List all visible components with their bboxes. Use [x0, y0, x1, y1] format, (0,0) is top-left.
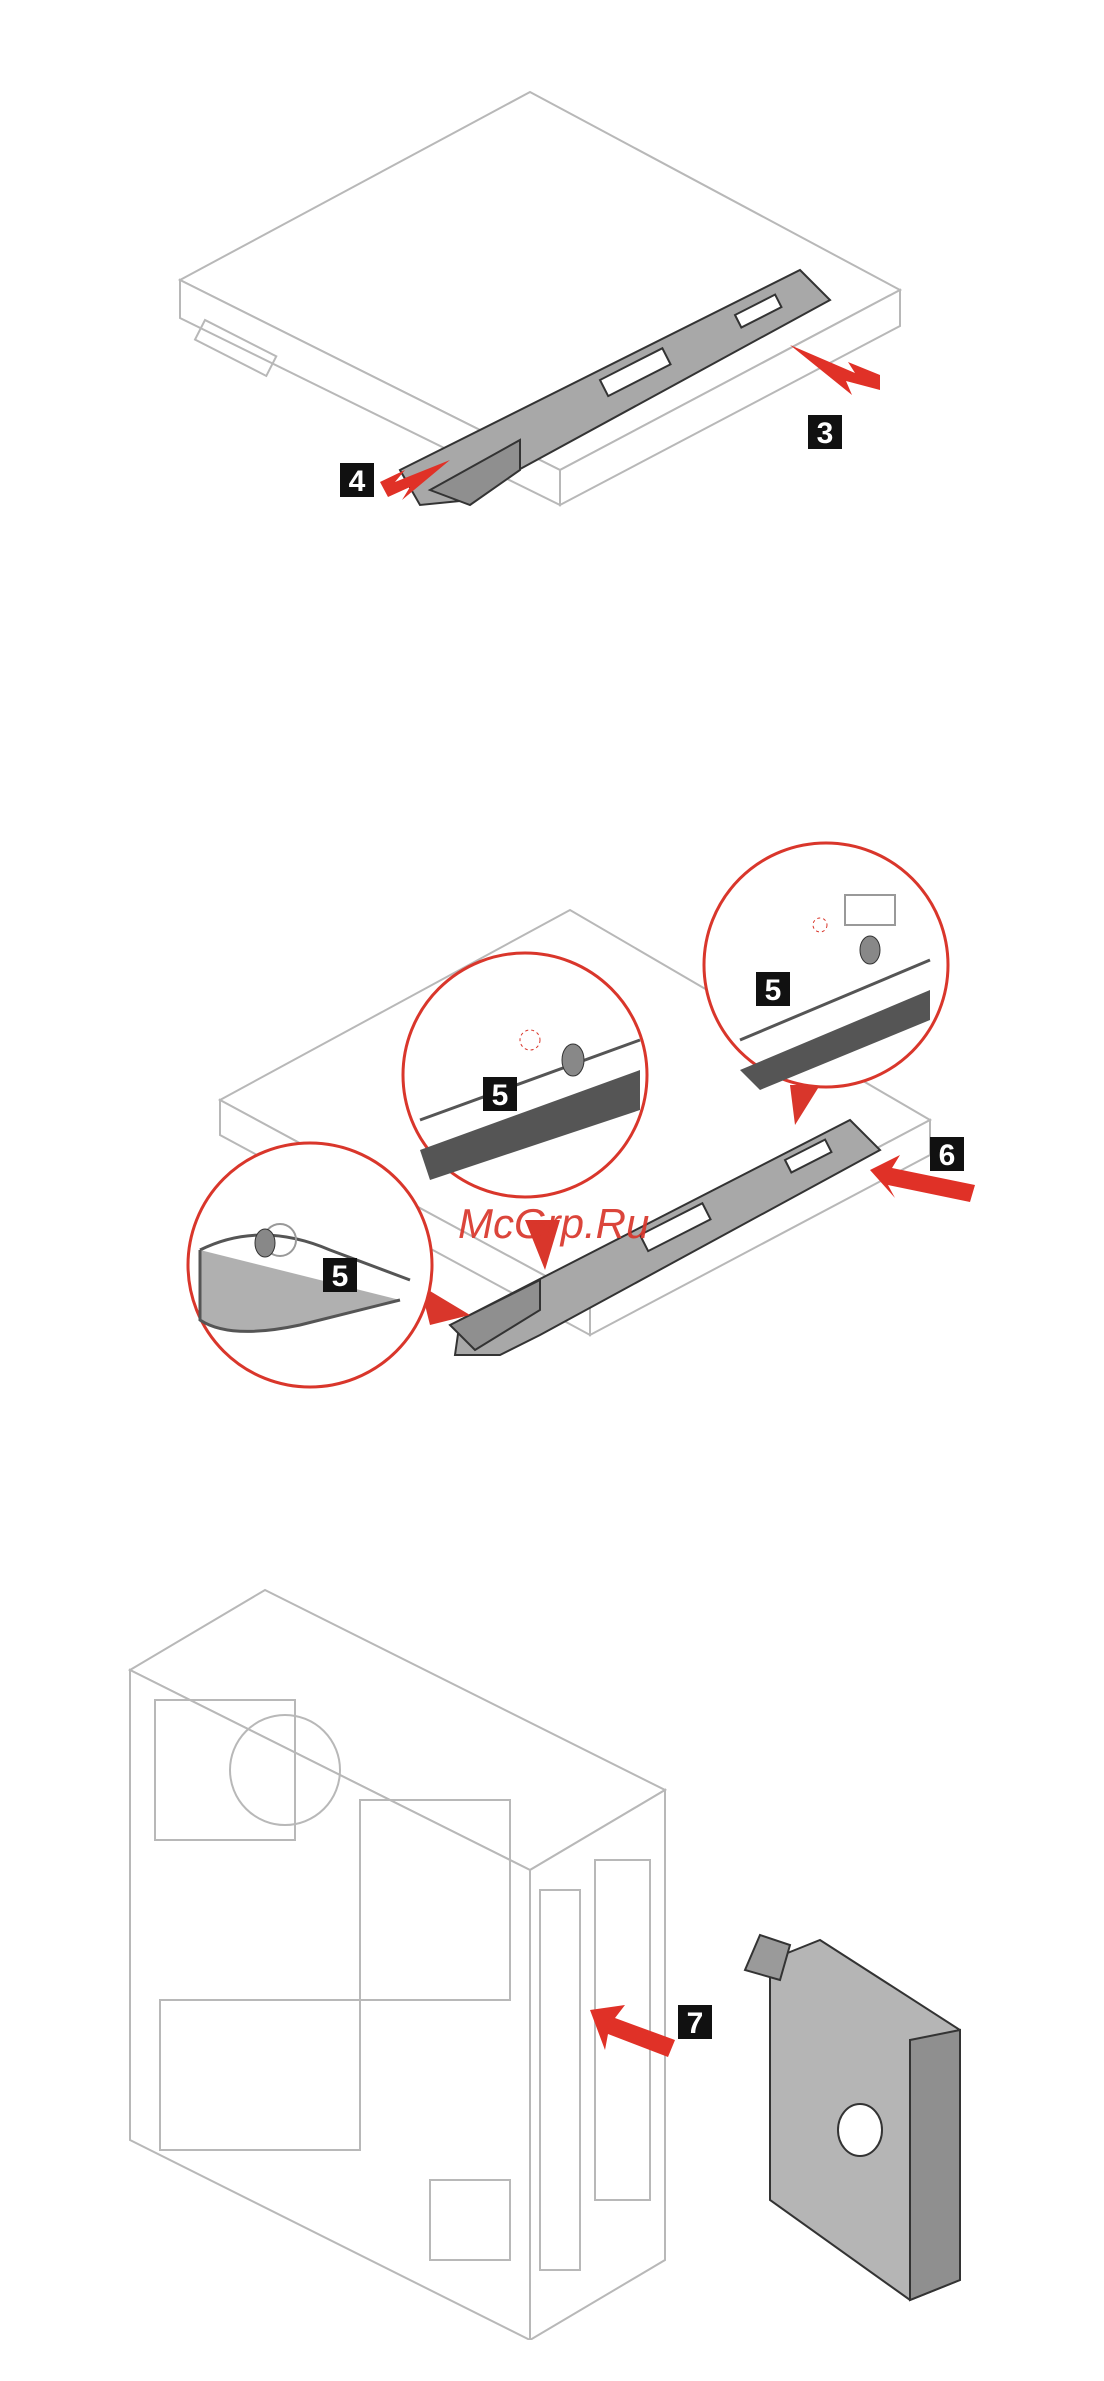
callout-7: 7	[678, 2005, 712, 2040]
figure-1-illustration: 3 4	[0, 0, 1104, 620]
callout-5-middle: 5	[483, 1077, 517, 1112]
callout-6-label: 6	[939, 1139, 956, 1172]
figure-step-7: 7	[0, 1540, 1104, 2340]
callout-5-right: 5	[756, 972, 790, 1007]
figure-2-illustration: 5 5 5 6 McGrp.Ru	[0, 780, 1104, 1400]
callout-3: 3	[808, 415, 842, 450]
callout-6: 6	[930, 1137, 964, 1172]
callout-7-label: 7	[687, 2007, 704, 2040]
computer-chassis-outline	[130, 1590, 665, 2340]
callout-5-left: 5	[323, 1258, 357, 1293]
callout-5-left-label: 5	[332, 1260, 349, 1293]
callout-4: 4	[340, 463, 374, 498]
watermark: McGrp.Ru	[458, 1200, 649, 1247]
figure-3-illustration: 7	[0, 1540, 1104, 2340]
optical-drive	[745, 1935, 960, 2300]
callout-4-label: 4	[349, 465, 366, 498]
callout-5-right-label: 5	[765, 974, 782, 1007]
figure-step-3-4: 3 4	[0, 0, 1104, 620]
callout-3-label: 3	[817, 417, 834, 450]
figure-step-5-6: 5 5 5 6 McGrp.Ru	[0, 780, 1104, 1400]
callout-5-middle-label: 5	[492, 1079, 509, 1112]
